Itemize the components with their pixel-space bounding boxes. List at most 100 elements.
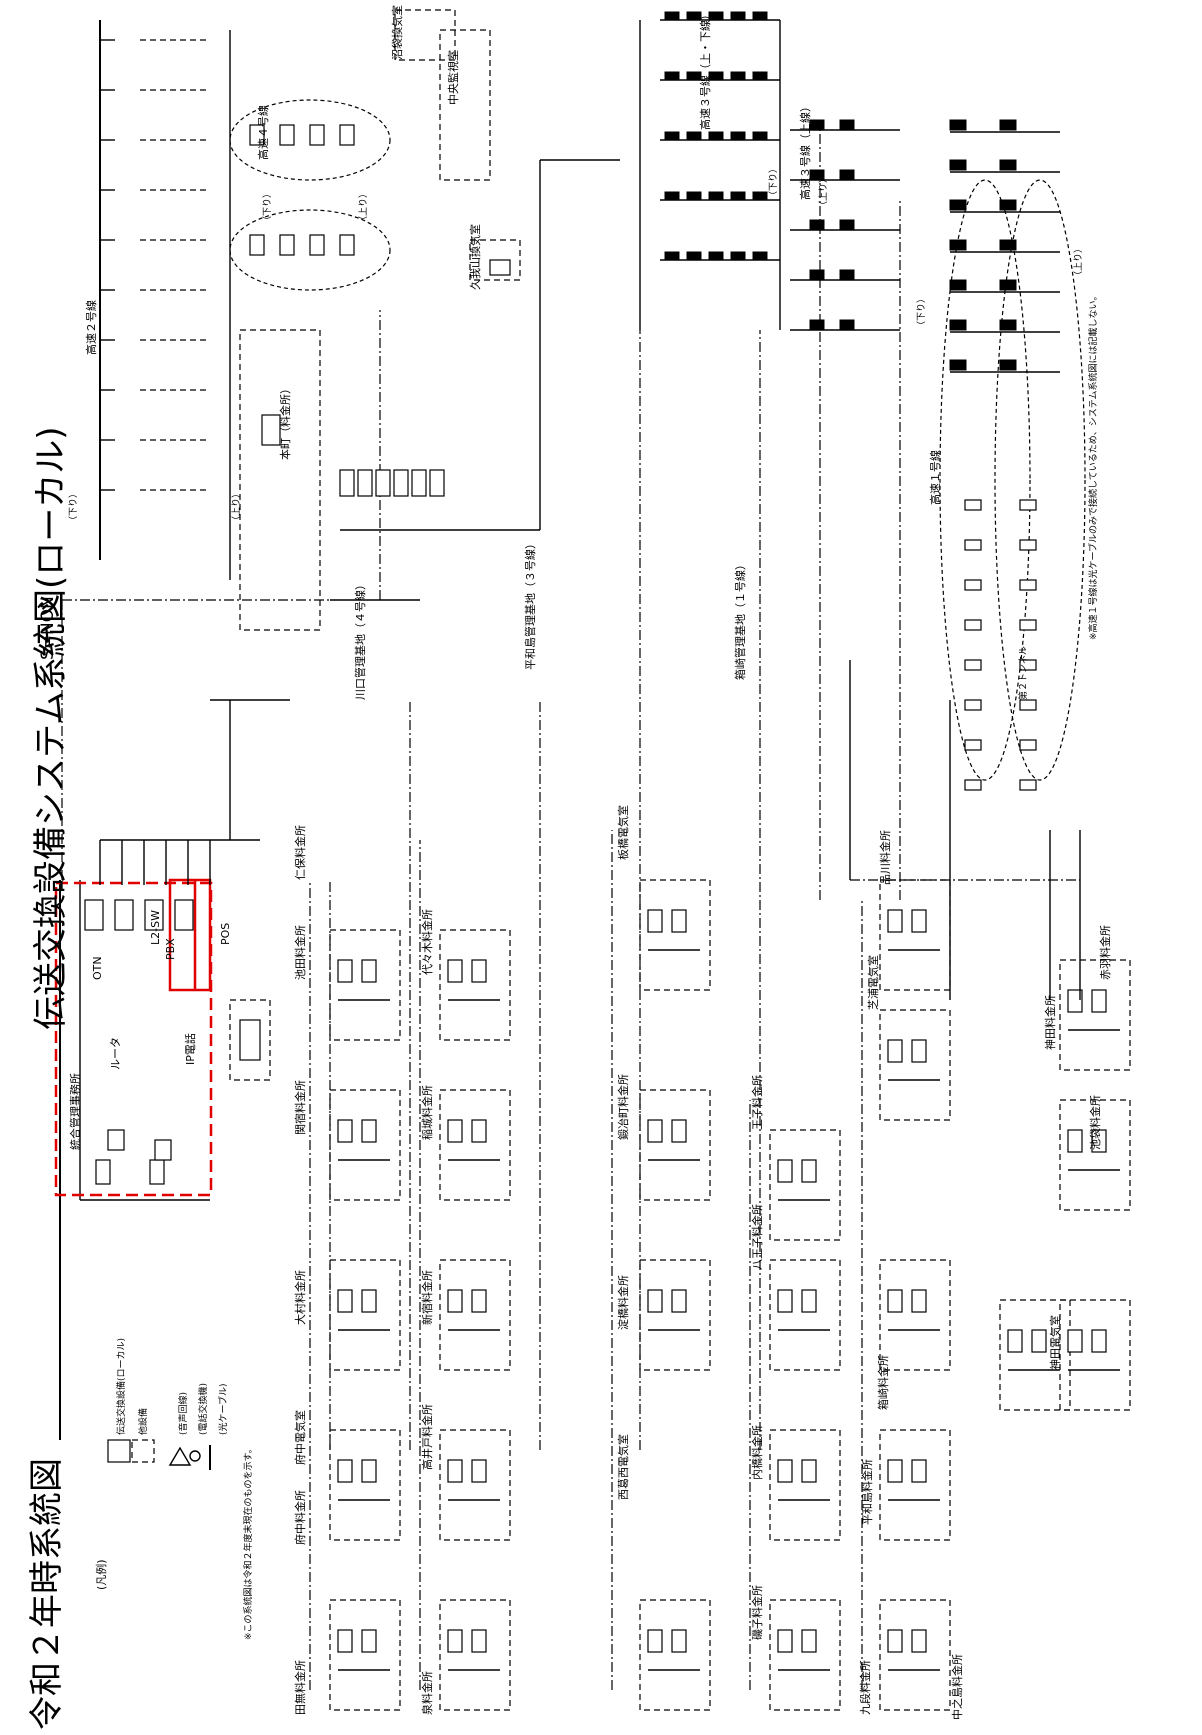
k4-box: [339, 234, 355, 256]
central-device-3: [154, 1139, 172, 1161]
label-omura: 大村料金所: [294, 1270, 307, 1325]
station-box: [471, 1459, 487, 1483]
label-central: 統合管理事務所: [69, 1073, 82, 1150]
label-takaido: 高井戸料金所: [421, 1404, 434, 1470]
label-pos: POS: [219, 922, 232, 945]
central-device: [144, 899, 164, 931]
r-mark: [949, 159, 967, 171]
legend-circle: [189, 1450, 201, 1462]
label-heiwajima-ryokin: 平和島料金所: [861, 1459, 874, 1525]
kosoku1-oval-2: [994, 179, 1086, 781]
r-mark: [949, 279, 967, 291]
station-box: [777, 1459, 793, 1483]
label-yoyogi: 代々木料金所: [421, 909, 434, 975]
station-area: [769, 1129, 841, 1241]
station-area: [879, 1009, 951, 1121]
kugayama-box: [469, 239, 521, 281]
r-mark: [999, 279, 1017, 291]
station-box: [647, 1119, 663, 1143]
k3-mark: [664, 11, 680, 21]
station-box: [447, 1629, 463, 1653]
k1-box: [1019, 699, 1037, 711]
sub-box: [239, 1019, 261, 1061]
label-honcho: 本町（料金所）: [279, 383, 292, 460]
station-area: [329, 1599, 401, 1711]
legend-symbol-box: [107, 1439, 131, 1463]
station-box: [1007, 1329, 1023, 1353]
label-ikeda: 池田料金所: [294, 925, 307, 980]
label-shinagawa: 品川料金所: [879, 830, 892, 885]
k3b-mark: [839, 219, 855, 231]
station-area: [439, 1089, 511, 1201]
k3-mark: [752, 251, 768, 261]
label-fuchu: 府中料金所: [294, 1490, 307, 1545]
kosoku1-oval-1: [939, 179, 1031, 781]
mid-box: [339, 469, 355, 497]
station-box: [911, 1289, 927, 1313]
k1-box: [964, 739, 982, 751]
label-nobori-2: （上り）: [359, 188, 369, 225]
label-kudan: 九段料金所: [859, 1660, 872, 1715]
label-kosoku-4: 高速４号線: [257, 105, 270, 160]
k1-box: [964, 699, 982, 711]
station-area: [879, 879, 951, 991]
legend-item-system: 伝送交換設備(ローカル): [117, 1337, 127, 1435]
k1-box: [964, 659, 982, 671]
r-mark: [999, 239, 1017, 251]
station-box: [671, 1289, 687, 1313]
k3-mark: [752, 131, 768, 141]
k3-mark: [752, 191, 768, 201]
label-kosoku-2: 高速２号線: [85, 300, 98, 355]
k1-box: [964, 619, 982, 631]
k1-box: [1019, 779, 1037, 791]
label-kudari-1: （下り）: [69, 488, 79, 525]
station-area: [769, 1599, 841, 1711]
label-kanda-denki: 神田電気室: [1049, 1315, 1062, 1370]
label-kosoku-3: 高速３号線（上・下線）: [699, 9, 712, 130]
station-box: [447, 1289, 463, 1313]
k3-mark: [752, 71, 768, 81]
label-kugayama: 久我山換気室: [469, 224, 482, 290]
label-chuo-kanshi: 中央監視室: [447, 50, 460, 105]
k3b-mark: [809, 269, 825, 281]
station-box: [801, 1289, 817, 1313]
k3-mark: [664, 191, 680, 201]
k3b-mark: [839, 169, 855, 181]
label-nobori-3: （上り）: [819, 173, 829, 210]
legend-symbol-dashed: [131, 1439, 155, 1463]
label-itabashi: 板橋電気室: [617, 805, 630, 860]
label-hachioji: 八王子料金所: [751, 1204, 764, 1270]
station-box: [777, 1289, 793, 1313]
label-tunnel-note: ※高速１号線は光ケーブルのみで接続しているため、システム系統図には記載しない。: [1089, 291, 1099, 640]
legend-note: ※この系統図は令和２年度末現在のものを示す。: [244, 1444, 254, 1640]
r-mark: [999, 319, 1017, 331]
station-box: [337, 959, 353, 983]
label-kosoku-1: 高速１号線: [929, 450, 942, 505]
station-area: [439, 1259, 511, 1371]
k3-mark: [708, 191, 724, 201]
r-mark: [999, 159, 1017, 171]
k3-mark: [708, 11, 724, 21]
label-yodobashi: 淀橋料金所: [617, 1275, 630, 1330]
station-box: [447, 1459, 463, 1483]
label-rsw: L2-SW: [149, 910, 162, 945]
k1-box: [1019, 619, 1037, 631]
label-kudari-2: （下り）: [263, 188, 273, 225]
k4-box: [249, 234, 265, 256]
central-device-2: [107, 1129, 125, 1151]
mid-box: [393, 469, 409, 497]
label-izumi: 泉料金所: [421, 1671, 434, 1715]
r-mark: [949, 319, 967, 331]
label-router: ルータ: [109, 1037, 122, 1070]
sub-area: [229, 999, 271, 1081]
station-area: [639, 1259, 711, 1371]
scale-label: S=NON: [38, 596, 58, 660]
station-box: [471, 1629, 487, 1653]
k3b-mark: [809, 169, 825, 181]
station-box: [911, 1459, 927, 1483]
label-nakanoshima: 中之島料金所: [951, 1654, 964, 1720]
station-box: [447, 959, 463, 983]
label-shinjuku: 新宿料金所: [421, 1270, 434, 1325]
label-otn: OTN: [91, 956, 104, 980]
